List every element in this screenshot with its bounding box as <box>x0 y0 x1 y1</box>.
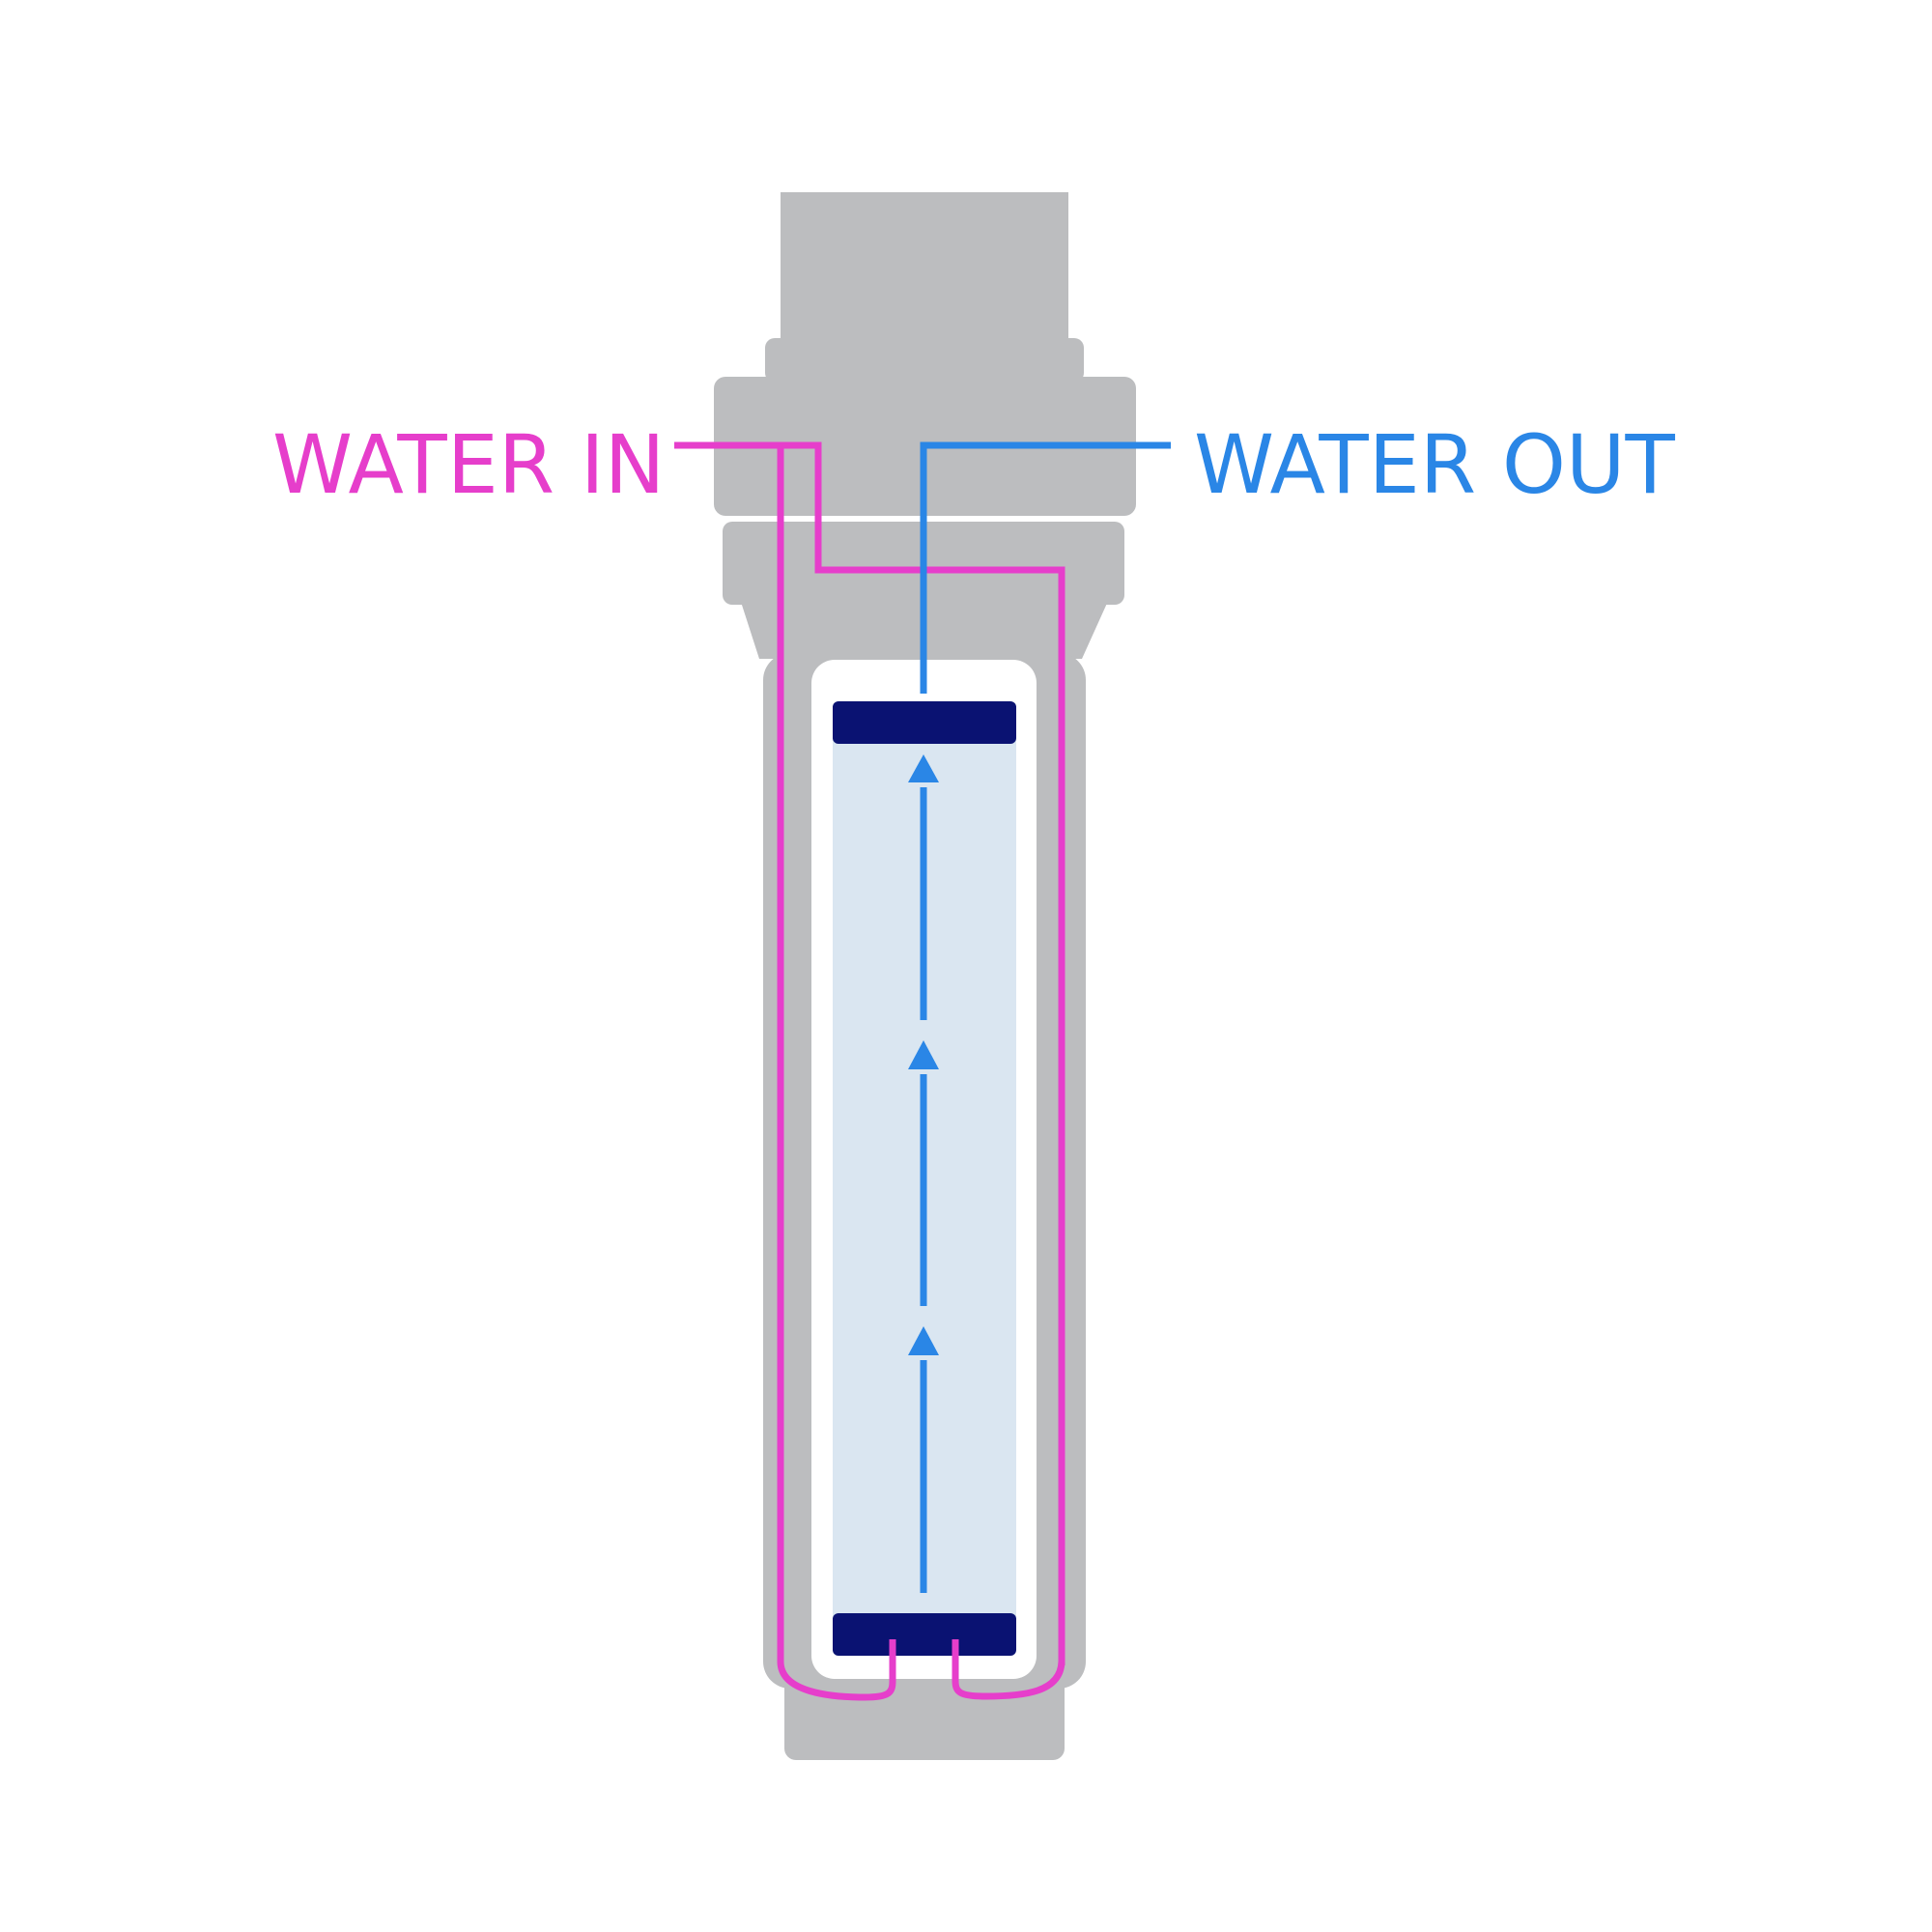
inlet-bottom-right-loop <box>952 1639 1065 1700</box>
housing-upper-collar <box>765 338 1084 383</box>
flow-arrow-lower-icon <box>908 1326 939 1355</box>
inlet-line <box>674 441 1065 1665</box>
outlet-line <box>920 441 1171 694</box>
water-out-path <box>920 441 1171 694</box>
housing-top-block <box>781 192 1068 343</box>
water-out-label: WATER OUT <box>1194 417 1675 512</box>
water-in-label: WATER IN <box>272 417 665 512</box>
cartridge-top-cap <box>833 701 1016 744</box>
cartridge-bottom-cap <box>833 1613 1016 1656</box>
flow-arrow-middle-icon <box>908 1040 939 1069</box>
housing-bottom-cap <box>784 1671 1065 1760</box>
flow-arrow-upper-icon <box>908 754 939 782</box>
water-in-path <box>674 441 1065 1701</box>
flow-arrows <box>908 754 939 1593</box>
inlet-bottom-left-loop <box>777 1639 896 1701</box>
